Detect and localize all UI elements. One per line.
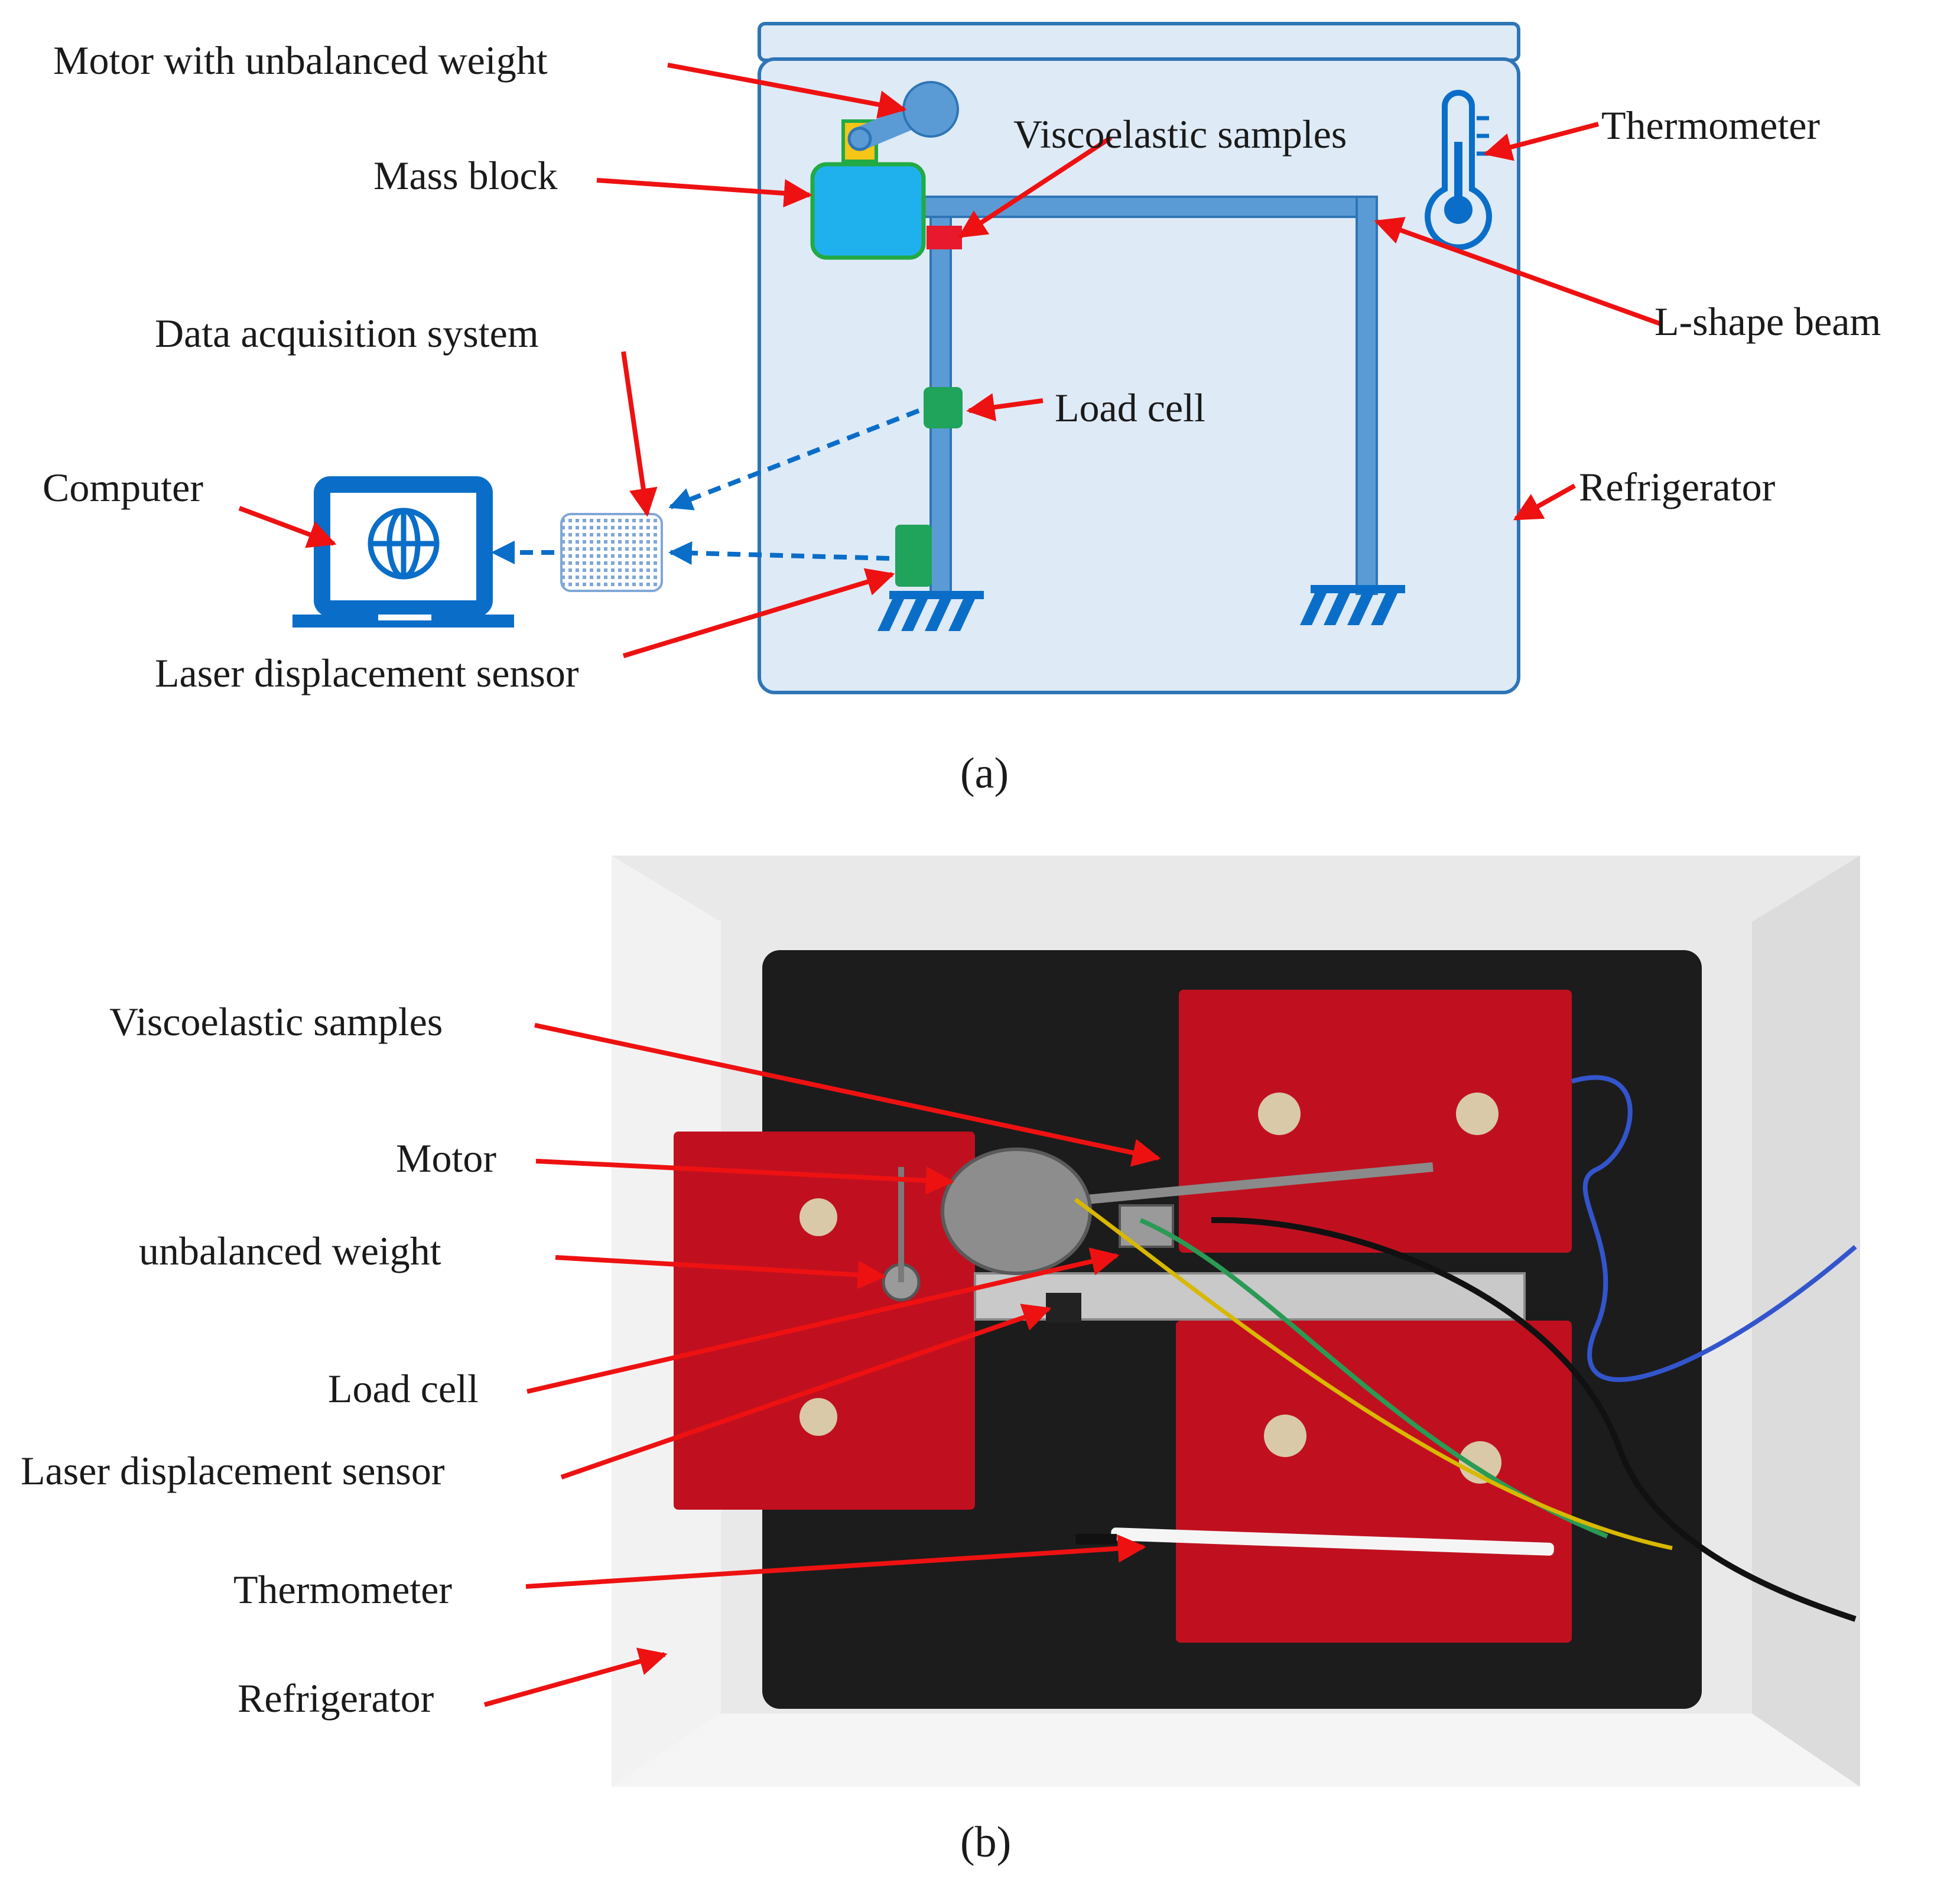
label-refrigerator-b: Refrigerator [238, 1676, 434, 1721]
computer-icon [292, 476, 514, 628]
caption-a: (a) [960, 749, 1009, 798]
label-laser-displacement-sensor-a: Laser displacement sensor [155, 651, 579, 695]
label-computer: Computer [43, 465, 203, 510]
mass-block [810, 162, 926, 260]
label-thermometer-b: Thermometer [233, 1567, 452, 1612]
threaded-rod [1087, 1162, 1434, 1204]
globe-icon [368, 508, 440, 580]
data-acquisition-box [560, 513, 663, 592]
thermometer-photo [1111, 1527, 1554, 1556]
signal-lines [491, 408, 920, 565]
wire-blue [1571, 1075, 1857, 1382]
label-motor-with-unbalanced-weight: Motor with unbalanced weight [53, 38, 548, 83]
label-load-cell-b: Load cell [328, 1366, 479, 1411]
wire-black [1211, 1217, 1857, 1622]
panel-a-schematic: Motor with unbalanced weight Mass block … [43, 22, 1881, 798]
thermometer-icon [1425, 90, 1492, 251]
load-cell [924, 387, 963, 428]
wire-yellow [1074, 1198, 1673, 1550]
l-shape-beam-horizontal [918, 196, 1378, 218]
panel-b-arrows [483, 1023, 1161, 1707]
label-refrigerator-a: Refrigerator [1579, 464, 1776, 509]
panel-a-arrows [238, 63, 1662, 658]
right-fixed-support [1300, 585, 1405, 625]
label-data-acquisition-system: Data acquisition system [155, 311, 539, 356]
load-cell-to-daq-line [668, 408, 920, 511]
label-viscoelastic-samples-a: Viscoelastic samples [1013, 112, 1347, 157]
red-plate-bottom-right [1176, 1321, 1572, 1643]
laser-displacement-sensor [895, 525, 932, 587]
laser-sensor-photo [1046, 1293, 1081, 1322]
refrigerator-floor-edge [612, 1714, 1860, 1787]
label-mass-block: Mass block [373, 153, 558, 198]
viscoelastic-sample [927, 226, 962, 249]
caption-b: (b) [960, 1818, 1011, 1867]
refrigerator-lid [758, 22, 1520, 62]
label-load-cell-a: Load cell [1055, 385, 1205, 430]
laser-to-daq-line [668, 541, 890, 565]
motor-photo [941, 1147, 1092, 1275]
label-thermometer-a: Thermometer [1601, 103, 1820, 148]
red-plate-top-right [1179, 990, 1572, 1253]
refrigerator-left-wall [612, 856, 721, 1787]
label-motor-b: Motor [396, 1136, 496, 1181]
left-fixed-support [877, 591, 984, 631]
label-viscoelastic-samples-b: Viscoelastic samples [109, 999, 443, 1044]
label-l-shape-beam: L-shape beam [1655, 299, 1881, 344]
plate-holes [799, 1093, 1501, 1484]
label-laser-displacement-sensor-b: Laser displacement sensor [21, 1448, 445, 1493]
label-unbalanced-weight: unbalanced weight [139, 1228, 441, 1273]
panel-b-photo: Viscoelastic samples Motor unbalanced we… [21, 856, 1860, 1867]
l-shape-beam-vertical [1356, 196, 1378, 595]
refrigerator-right-wall [1752, 856, 1860, 1787]
